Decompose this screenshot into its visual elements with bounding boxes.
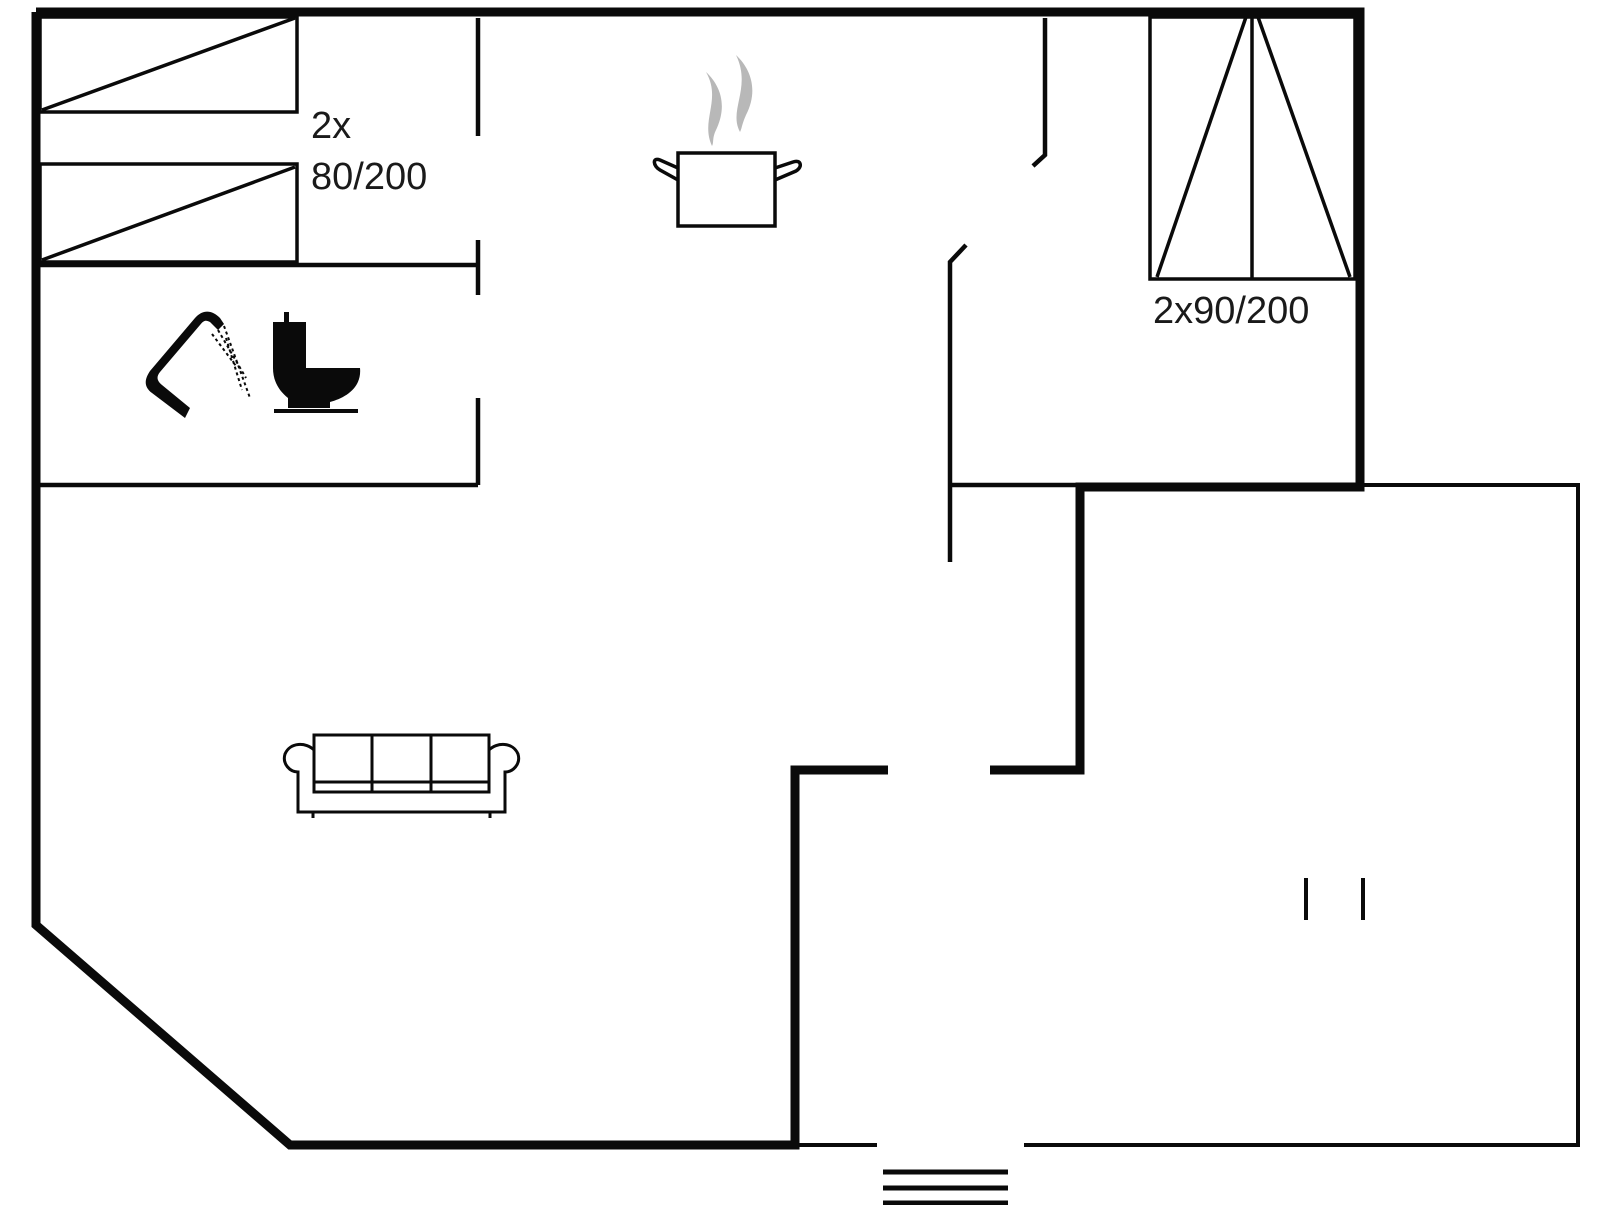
toilet-icon: [273, 312, 361, 413]
shower-icon: [145, 311, 251, 418]
sofa-icon: [282, 733, 521, 818]
terrace-outline: [795, 483, 1580, 1147]
bed-80-200-bottom: [38, 162, 299, 264]
terrace-markers: [1304, 878, 1365, 920]
cooking-pot-icon: [652, 55, 802, 228]
bed-80-200-top: [38, 15, 299, 114]
interior-walls: [36, 18, 1078, 562]
bedroom-1-bed-label-count: 2x: [311, 105, 352, 147]
bedroom-1-bed-label-size: 80/200: [311, 156, 428, 198]
bed-90-200-pair: [1148, 15, 1357, 281]
bedroom-2-bed-label: 2x90/200: [1153, 290, 1310, 332]
entrance-steps: [883, 1169, 1008, 1205]
exterior-walls: [31, 7, 1365, 1150]
